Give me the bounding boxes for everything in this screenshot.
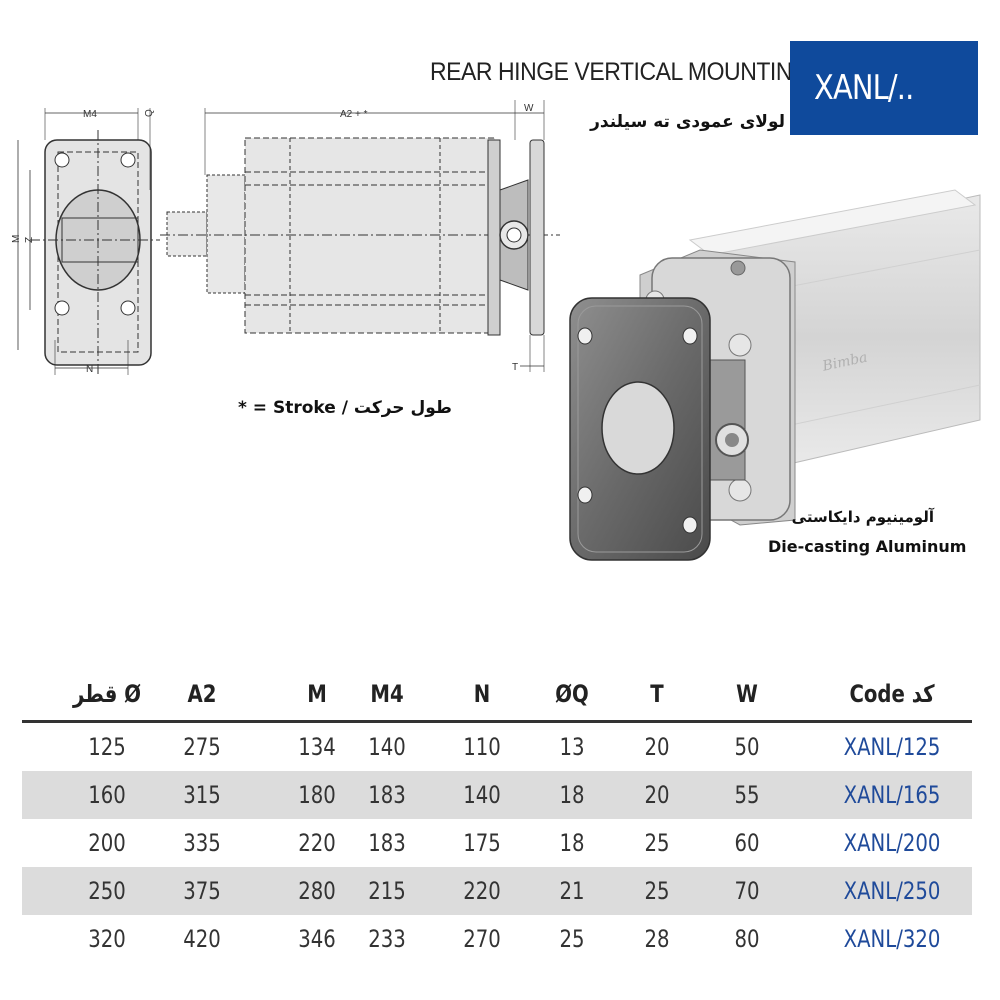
cell-m: 134 xyxy=(298,733,336,761)
cell-code: XANL/250 xyxy=(843,877,941,905)
header-m: M xyxy=(307,680,327,708)
code-badge-label: XANL/.. xyxy=(814,68,914,108)
z-label: Z xyxy=(24,237,35,243)
cell-t: 20 xyxy=(644,781,670,809)
header-a2: A2 xyxy=(187,680,217,708)
a2-label: A2 + * xyxy=(340,109,368,120)
stroke-note: * = Stroke / طول حرکت xyxy=(238,398,452,418)
cell-w: 50 xyxy=(734,733,760,761)
cell-code: XANL/320 xyxy=(843,925,941,953)
cell-n: 175 xyxy=(463,829,501,857)
cell-q: 25 xyxy=(559,925,585,953)
cell-n: 270 xyxy=(463,925,501,953)
q-label: Q xyxy=(144,109,155,117)
table-row: 250 375 280 215 220 21 25 70 XANL/250 xyxy=(22,867,972,915)
cell-code: XANL/165 xyxy=(843,781,941,809)
m4-label: M4 xyxy=(83,109,97,120)
product-render: Bimba xyxy=(569,189,981,561)
page-subtitle-fa: لولای عمودی ته سیلندر xyxy=(590,112,785,132)
cell-w: 80 xyxy=(734,925,760,953)
cell-q: 13 xyxy=(559,733,585,761)
code-badge: XANL/.. xyxy=(790,41,978,135)
cell-a2: 375 xyxy=(183,877,221,905)
cell-a2: 315 xyxy=(183,781,221,809)
cell-code: XANL/200 xyxy=(843,829,941,857)
cell-m4: 140 xyxy=(368,733,406,761)
cell-n: 110 xyxy=(463,733,501,761)
n-label: N xyxy=(86,364,93,375)
cell-m4: 215 xyxy=(368,877,406,905)
cell-m4: 183 xyxy=(368,781,406,809)
header-q: ØQ xyxy=(555,680,589,708)
cell-q: 18 xyxy=(559,829,585,857)
cell-diameter: 200 xyxy=(88,829,126,857)
material-label-fa: آلومینیوم دایکاستی xyxy=(791,508,934,526)
table-row: 160 315 180 183 140 18 20 55 XANL/165 xyxy=(22,771,972,819)
header-n: N xyxy=(473,680,491,708)
cell-a2: 275 xyxy=(183,733,221,761)
cell-t: 20 xyxy=(644,733,670,761)
side-view: A2 + * W T xyxy=(160,100,560,373)
table-row: 125 275 134 140 110 13 20 50 XANL/125 xyxy=(22,723,972,771)
cell-m4: 233 xyxy=(368,925,406,953)
table-header-row: قطر Ø A2 M M4 N ØQ T W Code کد xyxy=(22,668,972,723)
cell-w: 55 xyxy=(734,781,760,809)
front-view: M4 Q M Z N xyxy=(11,108,160,375)
cell-q: 21 xyxy=(559,877,585,905)
cell-m: 346 xyxy=(298,925,336,953)
header-code: Code کد xyxy=(849,680,935,708)
cell-m: 280 xyxy=(298,877,336,905)
cell-t: 28 xyxy=(644,925,670,953)
cell-diameter: 160 xyxy=(88,781,126,809)
cell-m: 180 xyxy=(298,781,336,809)
header-m4: M4 xyxy=(370,680,404,708)
cell-w: 60 xyxy=(734,829,760,857)
m-label: M xyxy=(11,235,22,243)
cell-q: 18 xyxy=(559,781,585,809)
table-row: 320 420 346 233 270 25 28 80 XANL/320 xyxy=(22,915,972,963)
cell-diameter: 250 xyxy=(88,877,126,905)
cell-n: 220 xyxy=(463,877,501,905)
t-label: T xyxy=(512,362,518,373)
spec-table: قطر Ø A2 M M4 N ØQ T W Code کد 125 275 1… xyxy=(22,668,972,963)
cell-t: 25 xyxy=(644,829,670,857)
table-row: 200 335 220 183 175 18 25 60 XANL/200 xyxy=(22,819,972,867)
cell-t: 25 xyxy=(644,877,670,905)
material-label-en: Die-casting Aluminum xyxy=(768,537,967,556)
page-title: REAR HINGE VERTICAL MOUNTING xyxy=(430,58,810,86)
cell-code: XANL/125 xyxy=(843,733,941,761)
header-w: W xyxy=(736,680,758,708)
cell-diameter: 125 xyxy=(88,733,126,761)
technical-drawing: M4 Q M Z N A2 + * W xyxy=(11,100,981,561)
cell-a2: 420 xyxy=(183,925,221,953)
cell-m4: 183 xyxy=(368,829,406,857)
cell-w: 70 xyxy=(734,877,760,905)
cell-a2: 335 xyxy=(183,829,221,857)
cell-m: 220 xyxy=(298,829,336,857)
cell-n: 140 xyxy=(463,781,501,809)
cell-diameter: 320 xyxy=(88,925,126,953)
w-label: W xyxy=(524,103,534,114)
header-diameter: قطر Ø xyxy=(73,680,141,708)
header-t: T xyxy=(650,680,664,708)
